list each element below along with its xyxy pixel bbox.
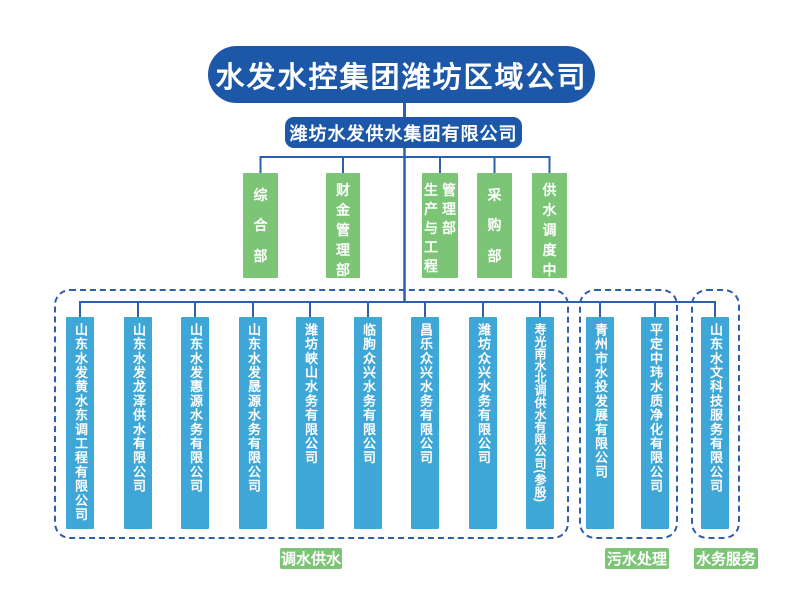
dept-label-char: 生 — [424, 182, 438, 198]
dept-label-char: 管 — [336, 222, 350, 238]
dept-label-char: 理 — [336, 242, 350, 258]
dept-label-char: 与 — [424, 220, 438, 236]
company-node: 潍坊众兴水务有限公司 — [469, 317, 497, 529]
dept-label-char: 金 — [336, 202, 350, 218]
org-node-root: 水发水控集团潍坊区域公司 — [208, 46, 595, 103]
dept-label-char: 产 — [424, 201, 438, 217]
dept-label-char: 部 — [442, 220, 456, 236]
dept-label-char: 财 — [336, 182, 350, 198]
dept-label-char: 部 — [336, 262, 350, 278]
dept-label-char: 采 — [487, 187, 502, 204]
dept-node-2: 财金管理部 — [326, 173, 360, 278]
business-group-outline-2 — [579, 289, 678, 539]
dept-node-3: 生产与工程 管理部 — [422, 173, 458, 278]
org-node-group-company-label: 潍坊水发供水集团有限公司 — [289, 123, 518, 144]
business-group-outline-3 — [691, 289, 740, 539]
company-node: 临朐众兴水务有限公司 — [354, 317, 382, 529]
business-group-label-3: 水务服务 — [694, 548, 758, 569]
dept-label-char: 中 — [542, 262, 557, 278]
company-node: 青州市水投发展有限公司 — [586, 317, 614, 529]
company-node: 潍坊峡山水务有限公司 — [296, 317, 324, 529]
company-node: 山东水发龙泽供水有限公司 — [124, 317, 152, 529]
dept-label-char: 综 — [253, 187, 268, 204]
dept-label-char: 理 — [442, 201, 456, 217]
org-node-root-label: 水发水控集团潍坊区域公司 — [215, 61, 588, 94]
company-node: 山东水发晟源水务有限公司 — [239, 317, 267, 529]
dept-label-char: 管 — [442, 182, 456, 198]
dept-label-char: 水 — [542, 202, 557, 218]
dept-node-1: 综合部 — [243, 173, 278, 278]
company-node: 寿光南水北调供水有限公司(参股) — [526, 317, 554, 529]
dept-node-4: 采购部 — [477, 173, 512, 278]
company-node: 山东水文科技服务有限公司 — [701, 317, 729, 529]
dept-label-char: 合 — [253, 217, 268, 234]
business-group-label-1: 调水供水 — [280, 548, 342, 569]
dept-label-char: 部 — [253, 247, 268, 264]
dept-label-char: 供 — [542, 182, 557, 198]
business-group-label-2: 污水处理 — [605, 548, 669, 569]
dept-label-char: 度 — [542, 242, 557, 258]
dept-label-char: 工 — [424, 239, 438, 255]
dept-label-char: 程 — [424, 258, 438, 274]
company-node: 山东水发惠源水务有限公司 — [181, 317, 209, 529]
dept-node-5: 供水调度中心 — [532, 173, 567, 298]
dept-label-char: 购 — [487, 217, 502, 234]
dept-label-char: 调 — [542, 222, 557, 238]
company-node: 昌乐众兴水务有限公司 — [411, 317, 439, 529]
company-node: 山东水发黄水东调工程有限公司 — [66, 317, 94, 529]
company-node: 平定中玮水质净化有限公司 — [641, 317, 669, 529]
business-group-outline-1 — [54, 289, 569, 539]
dept-label-char: 部 — [487, 247, 502, 264]
org-node-group-company: 潍坊水发供水集团有限公司 — [285, 117, 522, 148]
